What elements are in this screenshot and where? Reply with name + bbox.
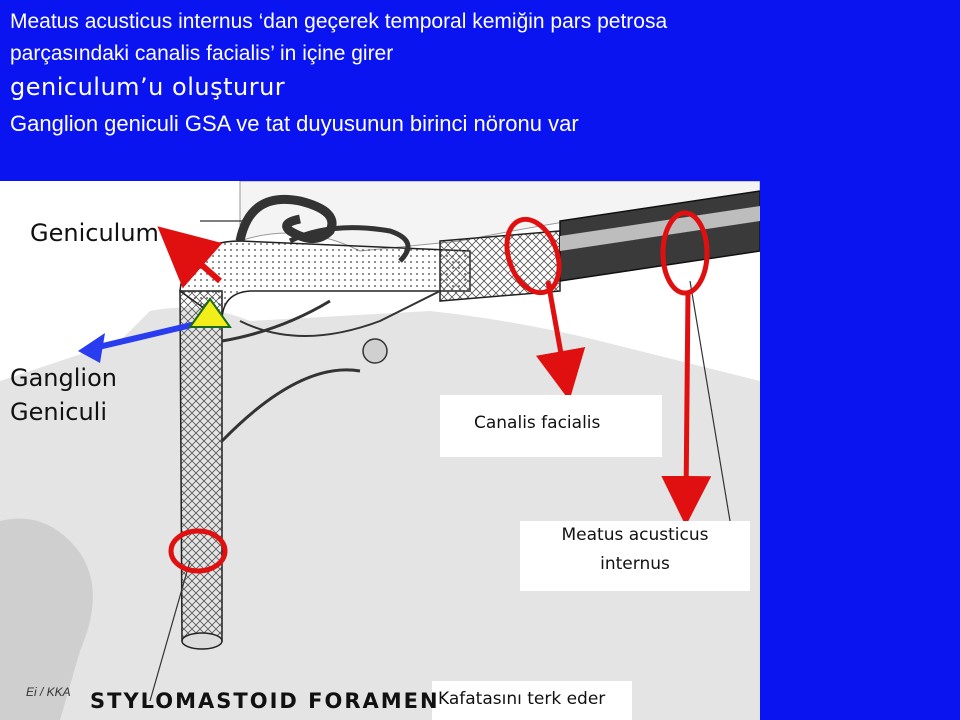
illustrator-signature: Ei / KKA <box>26 685 71 699</box>
header-line-2: parçasındaki canalis facialis’ in içine … <box>10 42 394 65</box>
ganglion-label-line-1: Ganglion <box>10 364 117 392</box>
meatus-acusticus-callout: Meatus acusticus internus <box>520 521 750 591</box>
ganglion-triangle <box>188 297 232 328</box>
facial-nerve-vertical <box>179 290 223 642</box>
canalis-facialis-text: Canalis facialis <box>474 413 601 433</box>
meatus-arrow <box>661 290 712 526</box>
canalis-facialis-callout: Canalis facialis <box>440 395 662 457</box>
chorda-branch <box>220 368 361 443</box>
meatus-text-line-1: Meatus acusticus <box>561 525 709 545</box>
kafatasi-callout: Kafatasını terk eder <box>432 681 632 720</box>
geniculum-arrow <box>157 226 223 289</box>
ganglion-arrow <box>89 320 201 352</box>
geniculum-bend <box>179 240 471 323</box>
ganglion-geniculi-label: Ganglion Geniculi <box>10 361 117 429</box>
stylomastoid-highlight-ring <box>168 528 228 574</box>
canal-tube <box>439 230 561 302</box>
kafatasi-text: Kafatasını terk eder <box>438 689 606 709</box>
meatus-text-line-2: internus <box>600 554 670 574</box>
canalis-highlight-ring <box>504 216 562 296</box>
stylomastoid-foramen-label: STYLOMASTOID FORAMEN <box>90 689 440 713</box>
meatus-highlight-ring <box>660 210 710 296</box>
header-line-4: Ganglion geniculi GSA ve tat duyusunun b… <box>10 111 579 136</box>
canalis-arrow <box>535 280 586 401</box>
header-line-1: Meatus acusticus internus ‘dan geçerek t… <box>10 10 668 33</box>
nerve-cut-end <box>181 632 223 650</box>
mastoid-shading <box>0 518 93 720</box>
meatus-tube-highlight <box>560 206 760 251</box>
geniculum-label: Geniculum <box>30 219 159 247</box>
anatomy-illustration-panel: Geniculum Ganglion Geniculi Canalis faci… <box>0 181 760 720</box>
header-line-3: geniculum’u oluşturur <box>10 73 286 101</box>
ganglion-label-line-2: Geniculi <box>10 398 107 426</box>
